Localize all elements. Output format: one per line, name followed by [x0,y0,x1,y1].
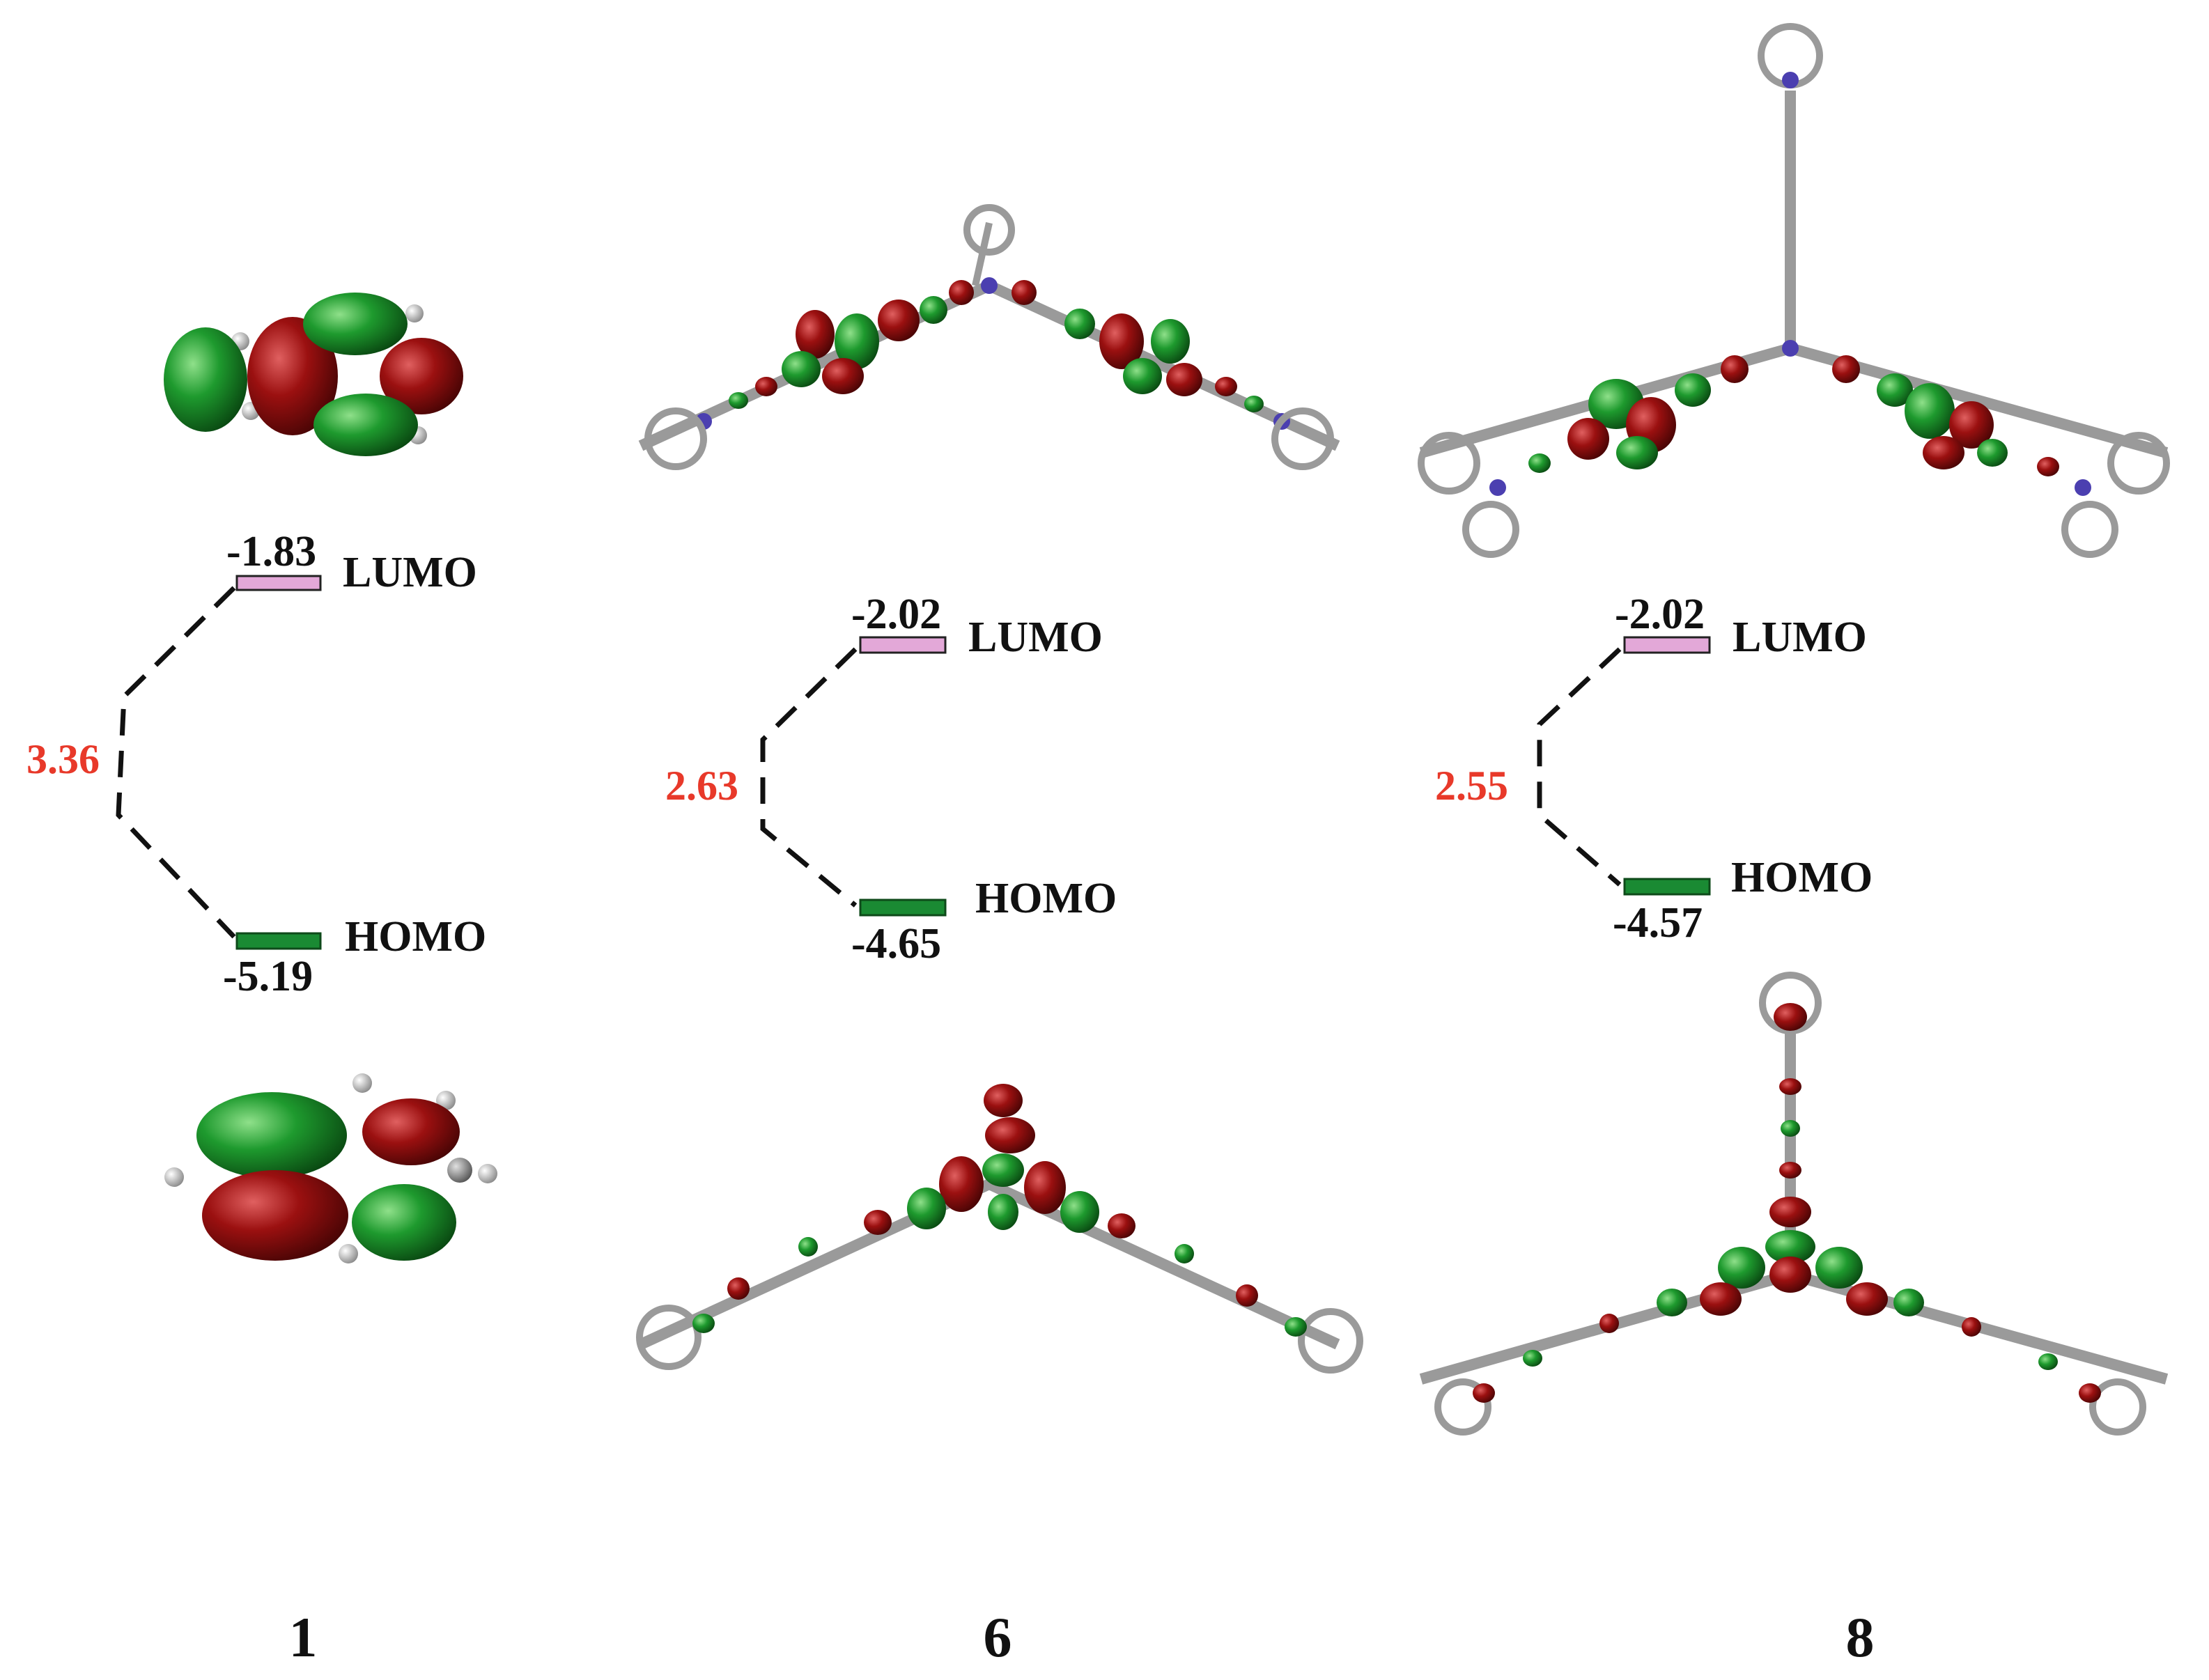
homo-level-1 [235,932,322,950]
compound-8-homo-orbital [1419,972,2169,1436]
lumo-energy-8: -2.02 [1615,591,1705,638]
homo-level-6 [859,899,947,917]
homo-level-8 [1623,878,1711,896]
gap-value-6: 2.63 [665,763,738,809]
homo-energy-8: -4.57 [1613,899,1703,947]
lumo-energy-1: -1.83 [226,528,316,575]
compound-label-8: 8 [1846,1605,1875,1669]
lumo-label-6: LUMO [968,614,1103,661]
homo-label-6: HOMO [975,875,1117,922]
compound-6-homo-orbital [636,1084,1363,1374]
lumo-energy-6: -2.02 [851,591,941,638]
gap-value-1: 3.36 [26,736,100,782]
panel-6-energy-diagram: -2.02 LUMO -4.65 HOMO 2.63 6 [665,591,1117,1669]
lumo-label-8: LUMO [1733,614,1867,661]
compound-8-lumo-orbital [1418,23,2170,558]
homo-energy-6: -4.65 [851,920,941,967]
gap-bracket-6 [760,647,858,908]
homo-label-1: HOMO [345,913,486,960]
compound-6-lumo-orbital [638,204,1340,470]
gap-bracket-1 [116,586,236,939]
panel-1-energy-diagram: -1.83 LUMO -5.19 HOMO 3.36 1 [26,528,486,1669]
gap-value-8: 2.55 [1435,763,1508,809]
compound-1-homo-orbital [164,1073,497,1263]
homo-label-8: HOMO [1731,854,1873,901]
gap-bracket-8 [1537,647,1622,887]
compound-label-1: 1 [289,1605,318,1669]
compound-1-lumo-orbital [164,293,463,456]
homo-energy-1: -5.19 [223,953,313,1000]
panel-8-energy-diagram: -2.02 LUMO -4.57 HOMO 2.55 8 [1435,591,1875,1669]
lumo-level-8 [1623,636,1711,654]
lumo-level-6 [859,636,947,654]
compound-label-6: 6 [984,1605,1012,1669]
lumo-label-1: LUMO [343,549,477,596]
lumo-level-1 [235,575,322,591]
